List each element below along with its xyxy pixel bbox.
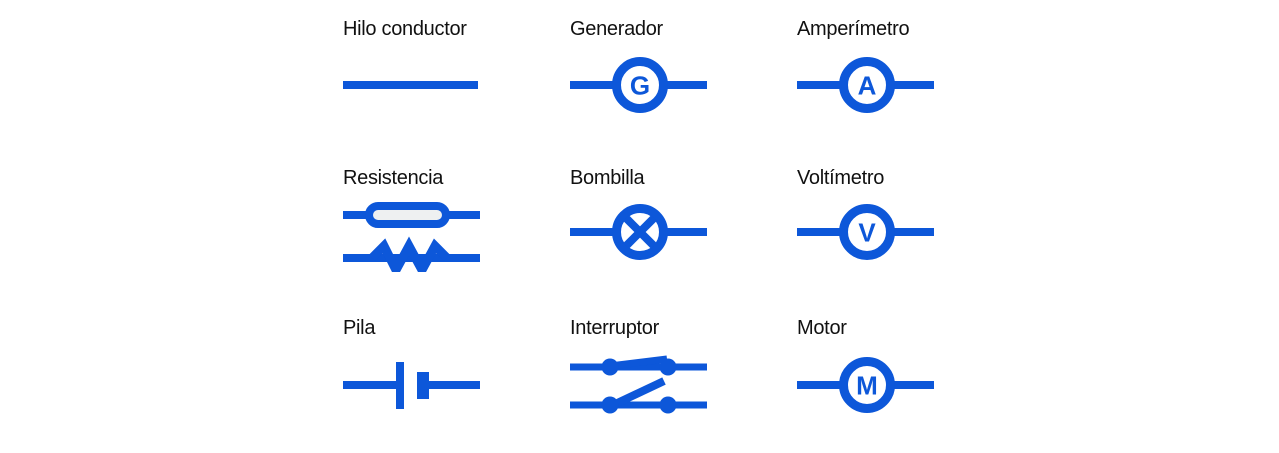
meter-letter: V	[858, 218, 876, 248]
switch-contact-dot	[601, 396, 619, 414]
meter-circle	[612, 57, 668, 113]
legend-item-pila: Pila	[343, 317, 513, 442]
generator-icon: G	[570, 57, 707, 113]
switch-icon	[570, 355, 707, 414]
switch-open-lever	[609, 377, 666, 410]
battery-short-plate	[417, 372, 429, 399]
switch-contact-dot	[659, 358, 677, 376]
legend-item-generador: Generador G	[570, 18, 740, 143]
legend-item-motor: Motor M	[797, 317, 967, 442]
legend-item-amperimetro: Amperímetro A	[797, 18, 967, 143]
switch-closed-lever	[609, 355, 668, 370]
switch-contact-dot	[601, 358, 619, 376]
resistor-box	[365, 202, 450, 228]
legend-item-label: Resistencia	[343, 167, 444, 189]
battery-icon	[343, 362, 480, 409]
legend-item-label: Pila	[343, 317, 376, 339]
legend-item-interruptor: Interruptor	[570, 317, 740, 442]
resistor-icon	[343, 202, 480, 272]
bulb-cross-line	[623, 215, 657, 249]
meter-circle	[839, 57, 895, 113]
switch-contact-dot	[659, 396, 677, 414]
meter-letter: M	[856, 371, 878, 401]
motor-icon: M	[797, 357, 934, 413]
meter-letter: A	[858, 71, 877, 101]
voltmeter-icon: V	[797, 204, 934, 260]
legend-item-label: Motor	[797, 317, 847, 339]
legend-item-voltimetro: Voltímetro V	[797, 167, 967, 292]
legend-item-label: Amperímetro	[797, 18, 910, 40]
meter-circle	[839, 357, 895, 413]
bulb-icon	[570, 204, 707, 260]
legend-item-hilo-conductor: Hilo conductor	[343, 18, 513, 143]
meter-letter: G	[630, 71, 650, 101]
legend-item-label: Hilo conductor	[343, 18, 467, 40]
legend-item-bombilla: Bombilla	[570, 167, 740, 292]
legend-item-label: Bombilla	[570, 167, 645, 189]
ammeter-icon: A	[797, 57, 934, 113]
legend-item-label: Voltímetro	[797, 167, 885, 189]
battery-long-plate	[396, 362, 404, 409]
legend-item-label: Generador	[570, 18, 663, 40]
resistor-zigzag	[368, 236, 451, 272]
legend-item-label: Interruptor	[570, 317, 659, 339]
wire-icon	[343, 81, 478, 89]
meter-circle	[839, 204, 895, 260]
legend-item-resistencia: Resistencia	[343, 167, 513, 292]
